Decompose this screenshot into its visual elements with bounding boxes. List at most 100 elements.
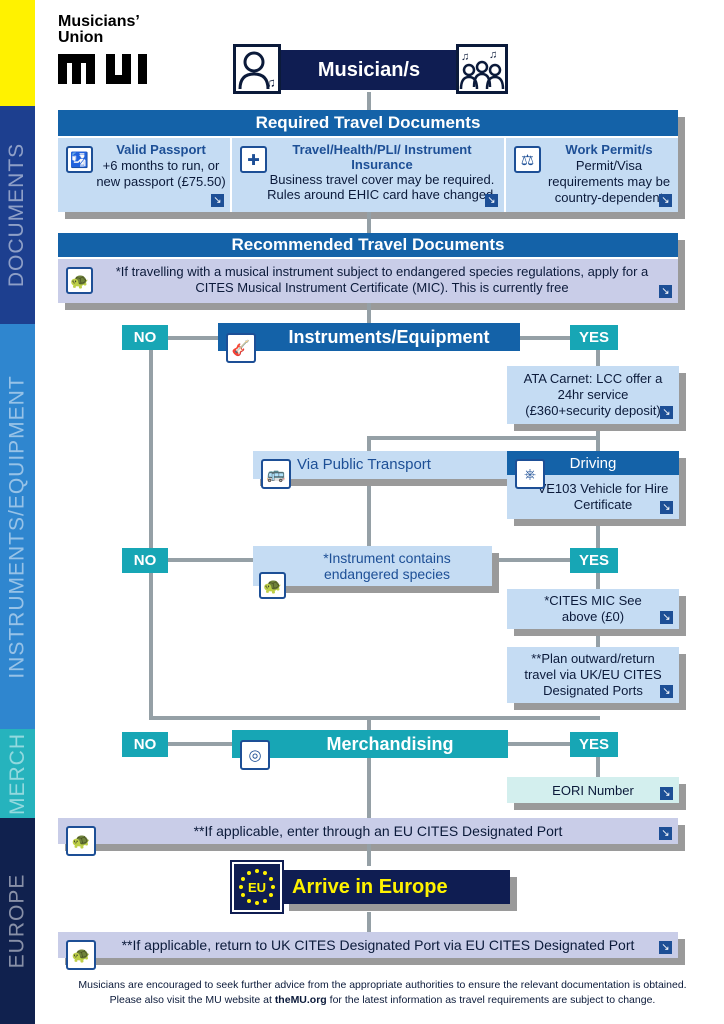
- eu-flag-box: EU: [230, 860, 284, 914]
- passport-body: +6 months to run, or new passport (£75.5…: [96, 158, 226, 189]
- bus-icon: 🚌: [261, 459, 291, 489]
- band-icon: ♫ ♫: [459, 49, 505, 90]
- eori-text: EORI Number: [552, 782, 634, 798]
- cites-mic-text: *CITES MIC See above (£0): [544, 593, 642, 624]
- turtle-icon: 🐢: [66, 826, 96, 856]
- band-icon-box: ♫ ♫: [456, 44, 508, 94]
- plan-ports-box: **Plan outward/return travel via UK/EU C…: [507, 647, 679, 703]
- footer-line2-post: for the latest information as travel req…: [326, 994, 656, 1006]
- footer-line1: Musicians are encouraged to seek further…: [78, 979, 687, 991]
- ata-carnet-box: ATA Carnet: LCC offer a 24hr service (£3…: [507, 366, 679, 424]
- connector-yes-right-vertical: [596, 336, 600, 706]
- merch-title-box: ◎ Merchandising: [232, 730, 508, 770]
- sidebar-europe-label: EUROPE: [5, 873, 29, 969]
- connector-merch-yes-down: [596, 742, 600, 778]
- return-port-arrow-icon[interactable]: ↘: [659, 941, 672, 954]
- enter-port-box: 🐢 **If applicable, enter through an EU C…: [58, 818, 678, 856]
- insurance-body: Business travel cover may be required. R…: [267, 172, 497, 202]
- eori-arrow-icon[interactable]: ↘: [660, 787, 673, 800]
- vinyl-record-icon: ◎: [240, 740, 270, 770]
- sidebar-documents-label: DOCUMENTS: [5, 142, 29, 288]
- eu-flag-icon: EU: [239, 869, 275, 905]
- svg-text:♫: ♫: [461, 51, 469, 63]
- passport-box: 🛂 Valid Passport +6 months to run, or ne…: [58, 138, 230, 212]
- permit-body: Permit/Visa requirements may be country-…: [547, 158, 671, 205]
- guitar-icon: 🎸: [226, 333, 256, 363]
- logo-line1: Musicians’: [58, 13, 140, 30]
- arrive-europe-title: Arrive in Europe: [292, 875, 448, 898]
- musician-person-icon-box: ♫: [233, 44, 281, 94]
- mu-logo-mark: [58, 54, 147, 84]
- passport-title: Valid Passport: [116, 142, 206, 157]
- recommended-docs-title: Recommended Travel Documents: [58, 233, 678, 257]
- plan-ports-arrow-icon[interactable]: ↘: [660, 685, 673, 698]
- recommended-docs-body-box: 🐢 *If travelling with a musical instrume…: [58, 259, 678, 303]
- ata-carnet-text: ATA Carnet: LCC offer a 24hr service (£3…: [523, 371, 663, 418]
- plan-ports-text: **Plan outward/return travel via UK/EU C…: [524, 651, 662, 698]
- sidebar-europe: EUROPE: [0, 818, 35, 1024]
- svg-text:♫: ♫: [266, 75, 276, 90]
- sidebar-merch: MERCH: [0, 729, 35, 818]
- instruments-title: Instruments/Equipment: [288, 326, 490, 347]
- permit-title: Work Permit/s: [565, 142, 653, 157]
- driving-arrow-icon[interactable]: ↘: [660, 501, 673, 514]
- ata-carnet-arrow-icon[interactable]: ↘: [660, 406, 673, 419]
- sidebar-merch-label: MERCH: [5, 732, 29, 815]
- insurance-box: ✚ Travel/Health/PLI/ Instrument Insuranc…: [232, 138, 504, 212]
- enter-port-text: **If applicable, enter through an EU CIT…: [193, 823, 563, 839]
- connector-merge-bottom: [149, 716, 600, 720]
- footer-website-link[interactable]: theMU.org: [274, 994, 327, 1006]
- eu-badge-text: EU: [248, 880, 266, 895]
- sidebar-yellow: [0, 0, 35, 106]
- driving-body: VE103 Vehicle for Hire Certificate: [537, 481, 669, 512]
- return-port-box: 🐢 **If applicable, return to UK CITES De…: [58, 932, 678, 970]
- connector-required-recommended: [367, 212, 371, 234]
- medical-shield-icon: ✚: [240, 146, 267, 173]
- connector-transport-down: [367, 436, 371, 560]
- musicians-title: Musician/s: [317, 58, 421, 81]
- public-transport-box: 🚌 Via Public Transport: [253, 451, 510, 489]
- stamp-icon: ⚖: [514, 146, 541, 173]
- turtle-icon: 🐢: [66, 940, 96, 970]
- person-icon: ♫: [238, 51, 276, 90]
- logo-line2: Union: [58, 29, 104, 46]
- required-docs-title-text: Required Travel Documents: [255, 113, 481, 132]
- enter-port-arrow-icon[interactable]: ↘: [659, 827, 672, 840]
- insurance-arrow-icon[interactable]: ↘: [485, 194, 498, 207]
- merch-no-label: NO: [122, 732, 168, 757]
- endangered-text: *Instrument contains endangered species: [323, 550, 451, 582]
- endangered-no-label: NO: [122, 548, 168, 573]
- steering-wheel-icon: ⎈: [515, 459, 545, 489]
- musicians-header: Musician/s: [281, 50, 457, 90]
- eori-box: EORI Number ↘: [507, 777, 679, 803]
- sidebar-instruments: INSTRUMENTS/EQUIPMENT: [0, 324, 35, 729]
- cites-mic-box: *CITES MIC See above (£0) ↘: [507, 589, 679, 629]
- insurance-title: Travel/Health/PLI/ Instrument Insurance: [292, 142, 472, 172]
- recommended-docs-title-text: Recommended Travel Documents: [231, 235, 505, 254]
- recommended-docs-body: *If travelling with a musical instrument…: [115, 264, 649, 295]
- connector-no-left-vertical: [149, 335, 153, 719]
- arrive-europe-box: Arrive in Europe: [282, 870, 510, 904]
- connector-transport-split: [367, 436, 599, 440]
- merch-yes-label: YES: [570, 732, 618, 757]
- turtle-icon: 🐢: [259, 572, 286, 599]
- footer-line2: Please also visit the MU website at theM…: [45, 993, 720, 1008]
- permit-arrow-icon[interactable]: ↘: [659, 194, 672, 207]
- recommended-arrow-icon[interactable]: ↘: [659, 285, 672, 298]
- footer-line2-pre: Please also visit the MU website at: [109, 994, 275, 1006]
- driving-box: Driving VE103 Vehicle for Hire Certifica…: [507, 451, 679, 519]
- passport-arrow-icon[interactable]: ↘: [211, 194, 224, 207]
- connector-merge-down: [367, 716, 371, 740]
- return-port-text: **If applicable, return to UK CITES Desi…: [121, 937, 635, 953]
- permit-box: ⚖ Work Permit/s Permit/Visa requirements…: [506, 138, 678, 212]
- required-docs-panel: Required Travel Documents 🛂 Valid Passpo…: [58, 110, 678, 212]
- driving-title: Driving: [569, 454, 617, 472]
- footer-note: Musicians are encouraged to seek further…: [45, 978, 720, 1008]
- instruments-title-box: 🎸 Instruments/Equipment: [218, 323, 520, 363]
- sidebar-documents: DOCUMENTS: [0, 106, 35, 324]
- connector-header-required: [367, 92, 371, 111]
- cites-mic-arrow-icon[interactable]: ↘: [660, 611, 673, 624]
- endangered-box: 🐢 *Instrument contains endangered specie…: [253, 546, 492, 599]
- connector-recommended-instruments: [367, 303, 371, 325]
- instruments-no-label: NO: [122, 325, 168, 350]
